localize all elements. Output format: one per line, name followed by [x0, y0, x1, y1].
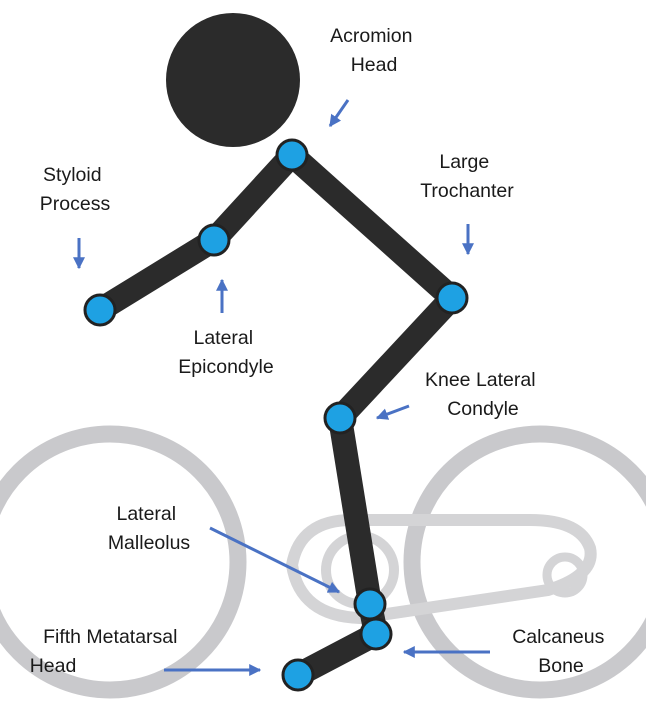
- marker-styloid-process: [85, 295, 115, 325]
- marker-calcaneus-bone: [361, 619, 391, 649]
- torso-segment: [292, 155, 452, 298]
- shin-segment: [340, 418, 370, 604]
- arrow-knee-lateral-condyle: [377, 406, 409, 418]
- marker-acromion-head: [277, 140, 307, 170]
- label-large-trochanter: Large Trochanter: [420, 151, 514, 202]
- arrow-acromion-head: [330, 100, 348, 126]
- marker-fifth-metatarsal-head: [283, 660, 313, 690]
- label-fifth-metatarsal-head: Fifth Metatarsal Head: [30, 626, 183, 677]
- label-styloid-process: Styloid Process: [40, 164, 111, 215]
- thigh-segment: [340, 298, 452, 418]
- forearm-segment: [100, 240, 214, 310]
- label-lateral-malleolus: Lateral Malleolus: [108, 503, 191, 554]
- labels: Acromion Head Styloid Process Large Troc…: [30, 25, 610, 677]
- skeleton: [100, 155, 452, 675]
- marker-knee-lateral-condyle: [325, 403, 355, 433]
- label-knee-lateral-condyle: Knee Lateral Condyle: [425, 369, 541, 420]
- marker-lateral-malleolus: [355, 589, 385, 619]
- marker-lateral-epicondyle: [199, 225, 229, 255]
- label-acromion-head: Acromion Head: [330, 25, 418, 76]
- rear-wheel: [0, 434, 238, 690]
- head: [166, 13, 300, 147]
- label-lateral-epicondyle: Lateral Epicondyle: [178, 327, 273, 378]
- marker-large-trochanter: [437, 283, 467, 313]
- upper-arm-segment: [214, 155, 292, 240]
